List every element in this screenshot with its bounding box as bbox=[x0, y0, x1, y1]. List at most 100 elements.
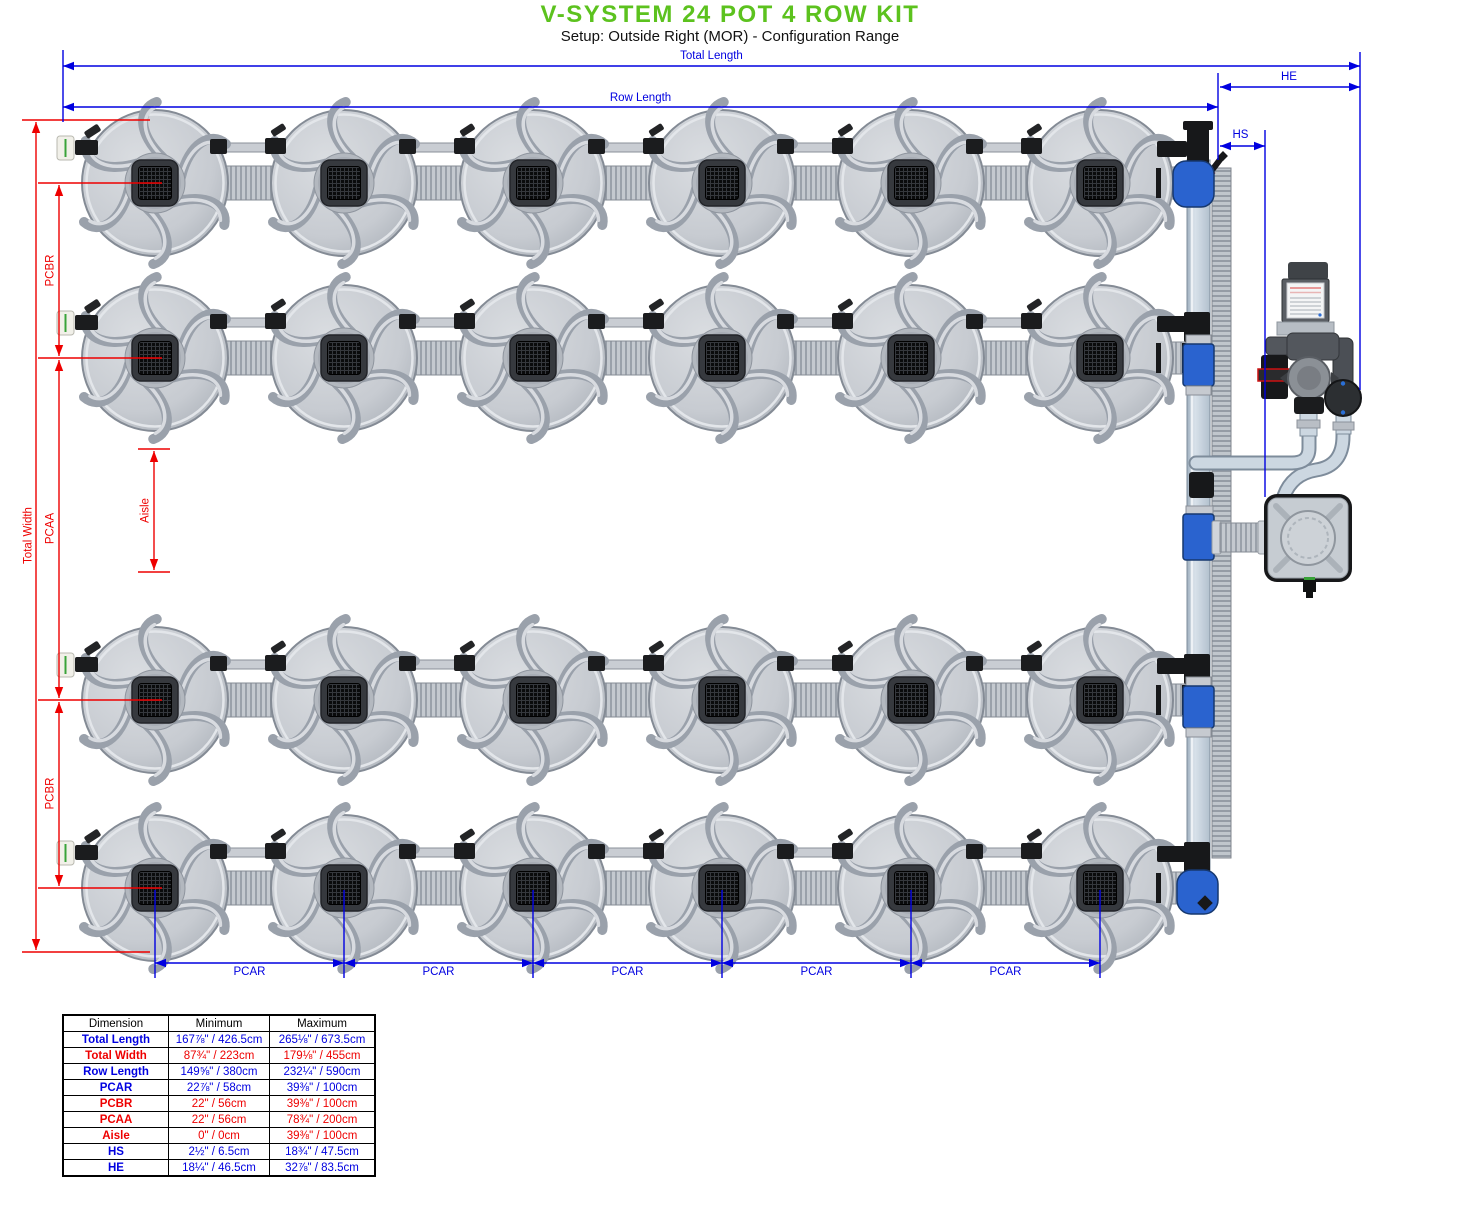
pipe-fitting bbox=[966, 656, 983, 671]
pipe-fitting bbox=[210, 656, 227, 671]
table-cell-dimension: HS bbox=[62, 1143, 169, 1160]
table-cell-maximum: 232¼" / 590cm bbox=[269, 1063, 376, 1080]
table-cell-maximum: 39⅜" / 100cm bbox=[269, 1095, 376, 1112]
pipe-stub bbox=[459, 298, 475, 312]
spigot bbox=[1303, 580, 1316, 592]
table-header-minimum: Minimum bbox=[168, 1014, 270, 1032]
pipe-fitting bbox=[399, 844, 416, 859]
screen-dot bbox=[1318, 313, 1322, 317]
pump-dot bbox=[1340, 410, 1346, 415]
pump-tab bbox=[1331, 372, 1339, 385]
pipe-stub bbox=[270, 828, 286, 842]
pipe-stub bbox=[270, 298, 286, 312]
reservoir-lid-ring bbox=[1287, 517, 1329, 559]
pcbr-top-label: PCBR bbox=[44, 254, 57, 287]
pipe-stub bbox=[270, 123, 286, 137]
pipe-fitting bbox=[777, 314, 794, 329]
table-cell-maximum: 179⅛" / 455cm bbox=[269, 1047, 376, 1064]
table-cell-dimension: Aisle bbox=[62, 1127, 169, 1144]
pump-bottom-fitting bbox=[1294, 397, 1324, 414]
pcar-label-1: PCAR bbox=[233, 966, 266, 978]
pipe-fitting bbox=[588, 139, 605, 154]
drain-plug bbox=[1197, 895, 1213, 911]
pipe-fitting bbox=[210, 139, 227, 154]
controller-cap bbox=[1288, 262, 1328, 280]
arrowhead bbox=[533, 958, 544, 968]
arrowhead bbox=[155, 958, 166, 968]
injector-tip bbox=[1218, 151, 1228, 161]
coupling-band bbox=[1156, 343, 1161, 373]
pipe-stub bbox=[837, 298, 853, 312]
arrowhead bbox=[63, 102, 74, 112]
table-cell-dimension: Total Length bbox=[62, 1031, 169, 1048]
pipe-fitting bbox=[1021, 655, 1042, 671]
pipe-fitting bbox=[832, 655, 853, 671]
table-cell-minimum: 22" / 56cm bbox=[168, 1111, 270, 1128]
pipe-stub bbox=[648, 123, 664, 137]
aisle-label: Aisle bbox=[139, 498, 152, 523]
arrowhead bbox=[54, 345, 64, 356]
arrowhead bbox=[1349, 61, 1360, 71]
manifold-tee-nub bbox=[1157, 316, 1187, 332]
pipe-fitting bbox=[265, 843, 286, 859]
coupling-ring bbox=[1185, 676, 1212, 687]
pot bbox=[459, 616, 606, 783]
pcar-label-5: PCAR bbox=[989, 966, 1022, 978]
table-cell-maximum: 39⅜" / 100cm bbox=[269, 1127, 376, 1144]
table-cell-minimum: 18¼" / 46.5cm bbox=[168, 1159, 270, 1177]
pipe-fitting bbox=[210, 844, 227, 859]
pipe-fitting bbox=[454, 655, 475, 671]
pipe-fitting bbox=[399, 314, 416, 329]
pot bbox=[459, 99, 606, 266]
pipe-stub bbox=[459, 123, 475, 137]
pipe-fitting bbox=[588, 314, 605, 329]
manifold-tee-nub bbox=[1157, 658, 1187, 674]
pcbr-bottom-label: PCBR bbox=[44, 777, 57, 810]
pipe-stub bbox=[1026, 640, 1042, 654]
table-header-maximum: Maximum bbox=[269, 1014, 376, 1032]
page-subtitle: Setup: Outside Right (MOR) - Configurati… bbox=[560, 28, 900, 45]
arrowhead bbox=[149, 451, 159, 462]
pipe-fitting bbox=[265, 313, 286, 329]
table-cell-minimum: 22" / 56cm bbox=[168, 1095, 270, 1112]
manifold-tee-nub bbox=[1157, 141, 1187, 157]
arrowhead bbox=[31, 122, 41, 133]
pot bbox=[270, 616, 417, 783]
manifold-top-cap bbox=[1183, 121, 1213, 130]
spigot-stem bbox=[1306, 592, 1313, 598]
pipe-fitting bbox=[832, 313, 853, 329]
manifold-connector bbox=[1182, 685, 1215, 729]
arrowhead bbox=[1207, 102, 1218, 112]
arrowhead bbox=[54, 687, 64, 698]
pipe-fitting bbox=[210, 314, 227, 329]
pot bbox=[648, 99, 795, 266]
pipe-stub bbox=[459, 828, 475, 842]
pot bbox=[459, 274, 606, 441]
table-cell-minimum: 87¾" / 223cm bbox=[168, 1047, 270, 1064]
table-cell-maximum: 39⅜" / 100cm bbox=[269, 1079, 376, 1096]
pipe-stub bbox=[837, 123, 853, 137]
arrowhead bbox=[1220, 141, 1231, 151]
table-cell-minimum: 149⅝" / 380cm bbox=[168, 1063, 270, 1080]
table-cell-maximum: 265⅛" / 673.5cm bbox=[269, 1031, 376, 1048]
pipe-stub bbox=[84, 124, 101, 139]
pot bbox=[837, 99, 984, 266]
coupling-ring bbox=[1185, 505, 1214, 515]
pot bbox=[270, 99, 417, 266]
pipe-fitting bbox=[966, 139, 983, 154]
arrowhead bbox=[1220, 82, 1231, 92]
pipe-fitting bbox=[588, 656, 605, 671]
manifold-end-elbow bbox=[1176, 869, 1219, 915]
pipe-stub bbox=[1026, 123, 1042, 137]
pot bbox=[1026, 274, 1173, 441]
pot bbox=[837, 274, 984, 441]
pipe-fitting bbox=[643, 655, 664, 671]
pipe-fitting bbox=[777, 656, 794, 671]
